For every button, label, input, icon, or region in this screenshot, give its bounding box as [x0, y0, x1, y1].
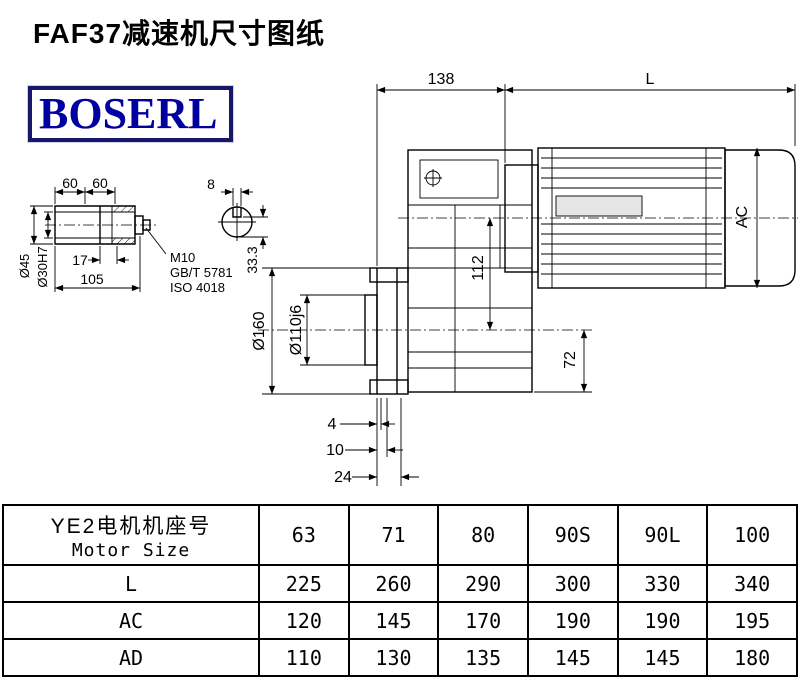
dim-diameter-110: Ø110j6: [288, 294, 365, 366]
flange-bottom-tab: [369, 379, 409, 395]
dim-diameter-30: Ø30H7: [35, 211, 53, 288]
dim-105: 105: [54, 236, 141, 292]
dim-10: 10: [326, 442, 403, 459]
size-63: 63: [258, 504, 350, 566]
dim-L-label: L: [646, 71, 655, 88]
motor-size-header-cn: YE2电机机座号: [50, 514, 212, 538]
dim-112: 112: [470, 218, 494, 330]
dim-138-label: 138: [428, 71, 455, 88]
page-title: FAF37减速机尺寸图纸: [33, 18, 326, 49]
flange-top-tab: [369, 267, 409, 283]
dim-60-60: 60 60: [54, 175, 116, 204]
dim-105-label: 105: [80, 271, 104, 287]
dim-138: 138: [376, 71, 506, 266]
motor: [504, 147, 796, 289]
dim-4: 4: [328, 416, 395, 433]
AC-value: 190: [616, 601, 709, 640]
dim-ladder-bottom: 4 10 24: [326, 398, 419, 486]
AD-value: 130: [347, 638, 440, 677]
size-90l: 90L: [616, 504, 709, 566]
dim-8: 8: [207, 176, 253, 206]
shaft-hatch-bottom: [111, 237, 136, 245]
motor-size-table: YE2电机机座号 Motor Size 63 71 80 90S 90L 100…: [2, 504, 798, 677]
dim-33-3: 33.3: [239, 205, 268, 274]
size-71: 71: [347, 504, 440, 566]
row-AD-label: AD: [2, 638, 260, 677]
dim-72-label: 72: [562, 351, 579, 369]
row-AC-label: AC: [2, 601, 260, 640]
L-value: 260: [347, 564, 440, 603]
motor-size-header-cell: YE2电机机座号 Motor Size: [2, 504, 260, 566]
keyway: [232, 208, 242, 218]
size-100: 100: [706, 504, 798, 566]
size-90s: 90S: [526, 504, 619, 566]
flange-spigot: [364, 294, 378, 366]
table-row-AD: AD 110 130 135 145 145 180: [2, 638, 798, 677]
technical-drawing: 60 60 17 105: [17, 71, 798, 486]
dim-diameter-45: Ø45: [17, 205, 53, 279]
AD-value: 180: [706, 638, 798, 677]
AC-value: 195: [706, 601, 798, 640]
motor-adapter-flange: [504, 164, 539, 273]
retaining-bolt-head: [142, 219, 151, 231]
row-L-label: L: [2, 564, 260, 603]
dim-72: 72: [534, 330, 592, 393]
L-value: 290: [437, 564, 529, 603]
dim-160-label: Ø160: [251, 311, 268, 350]
note-iso-4018: ISO 4018: [170, 280, 225, 295]
dim-33-3-label: 33.3: [244, 246, 260, 273]
dim-4-label: 4: [328, 416, 337, 433]
motor-cooling-fins: [541, 157, 722, 275]
AD-value: 145: [526, 638, 619, 677]
dim-60a-label: 60: [62, 175, 78, 191]
L-value: 300: [526, 564, 619, 603]
table-row-AC: AC 120 145 170 190 190 195: [2, 601, 798, 640]
boserl-logo: BOSERL: [28, 86, 233, 142]
AD-value: 135: [437, 638, 529, 677]
dim-30-label: Ø30H7: [35, 246, 50, 287]
shaft-end-view: 8 33.3: [207, 176, 268, 274]
bolt-spec-note: M10 GB/T 5781 ISO 4018: [170, 250, 233, 295]
dim-17: 17: [72, 246, 129, 268]
dim-112-label: 112: [470, 255, 487, 281]
note-gbt-5781: GB/T 5781: [170, 265, 233, 280]
L-value: 330: [616, 564, 709, 603]
dim-L: L: [504, 71, 796, 146]
gearbox-top-cover: [419, 159, 499, 199]
dim-17-label: 17: [72, 252, 88, 268]
table-row-sizes: YE2电机机座号 Motor Size 63 71 80 90S 90L 100: [2, 504, 798, 566]
motor-rating-plate: [555, 195, 643, 217]
AC-value: 120: [258, 601, 350, 640]
AD-value: 110: [258, 638, 350, 677]
dim-10-label: 10: [326, 442, 344, 459]
dim-45-label: Ø45: [17, 254, 32, 279]
shaft-side-view: 60 60 17 105: [17, 175, 233, 295]
size-80: 80: [437, 504, 529, 566]
dim-24: 24: [334, 469, 419, 486]
boserl-logo-text: BOSERL: [39, 89, 218, 138]
dim-110-label: Ø110j6: [288, 305, 305, 356]
table-row-L: L 225 260 290 300 330 340: [2, 564, 798, 603]
dim-60b-label: 60: [92, 175, 108, 191]
AC-value: 145: [347, 601, 440, 640]
dim-8-label: 8: [207, 176, 215, 192]
motor-size-header-en: Motor Size: [71, 539, 191, 561]
dim-diameter-160: Ø160: [251, 267, 370, 395]
gearbox-housing: [407, 149, 533, 393]
dim-AC: AC: [734, 148, 761, 288]
AC-value: 170: [437, 601, 529, 640]
L-value: 340: [706, 564, 798, 603]
L-value: 225: [258, 564, 350, 603]
bolt-leader-line: [145, 227, 167, 255]
AD-value: 145: [616, 638, 709, 677]
mounting-flange: [364, 267, 409, 395]
AC-value: 190: [526, 601, 619, 640]
dim-AC-label: AC: [734, 206, 751, 228]
note-m10: M10: [170, 250, 195, 265]
shaft-hatch-top: [111, 205, 136, 213]
motor-fan-cover: [724, 149, 796, 287]
dim-24-label: 24: [334, 469, 352, 486]
